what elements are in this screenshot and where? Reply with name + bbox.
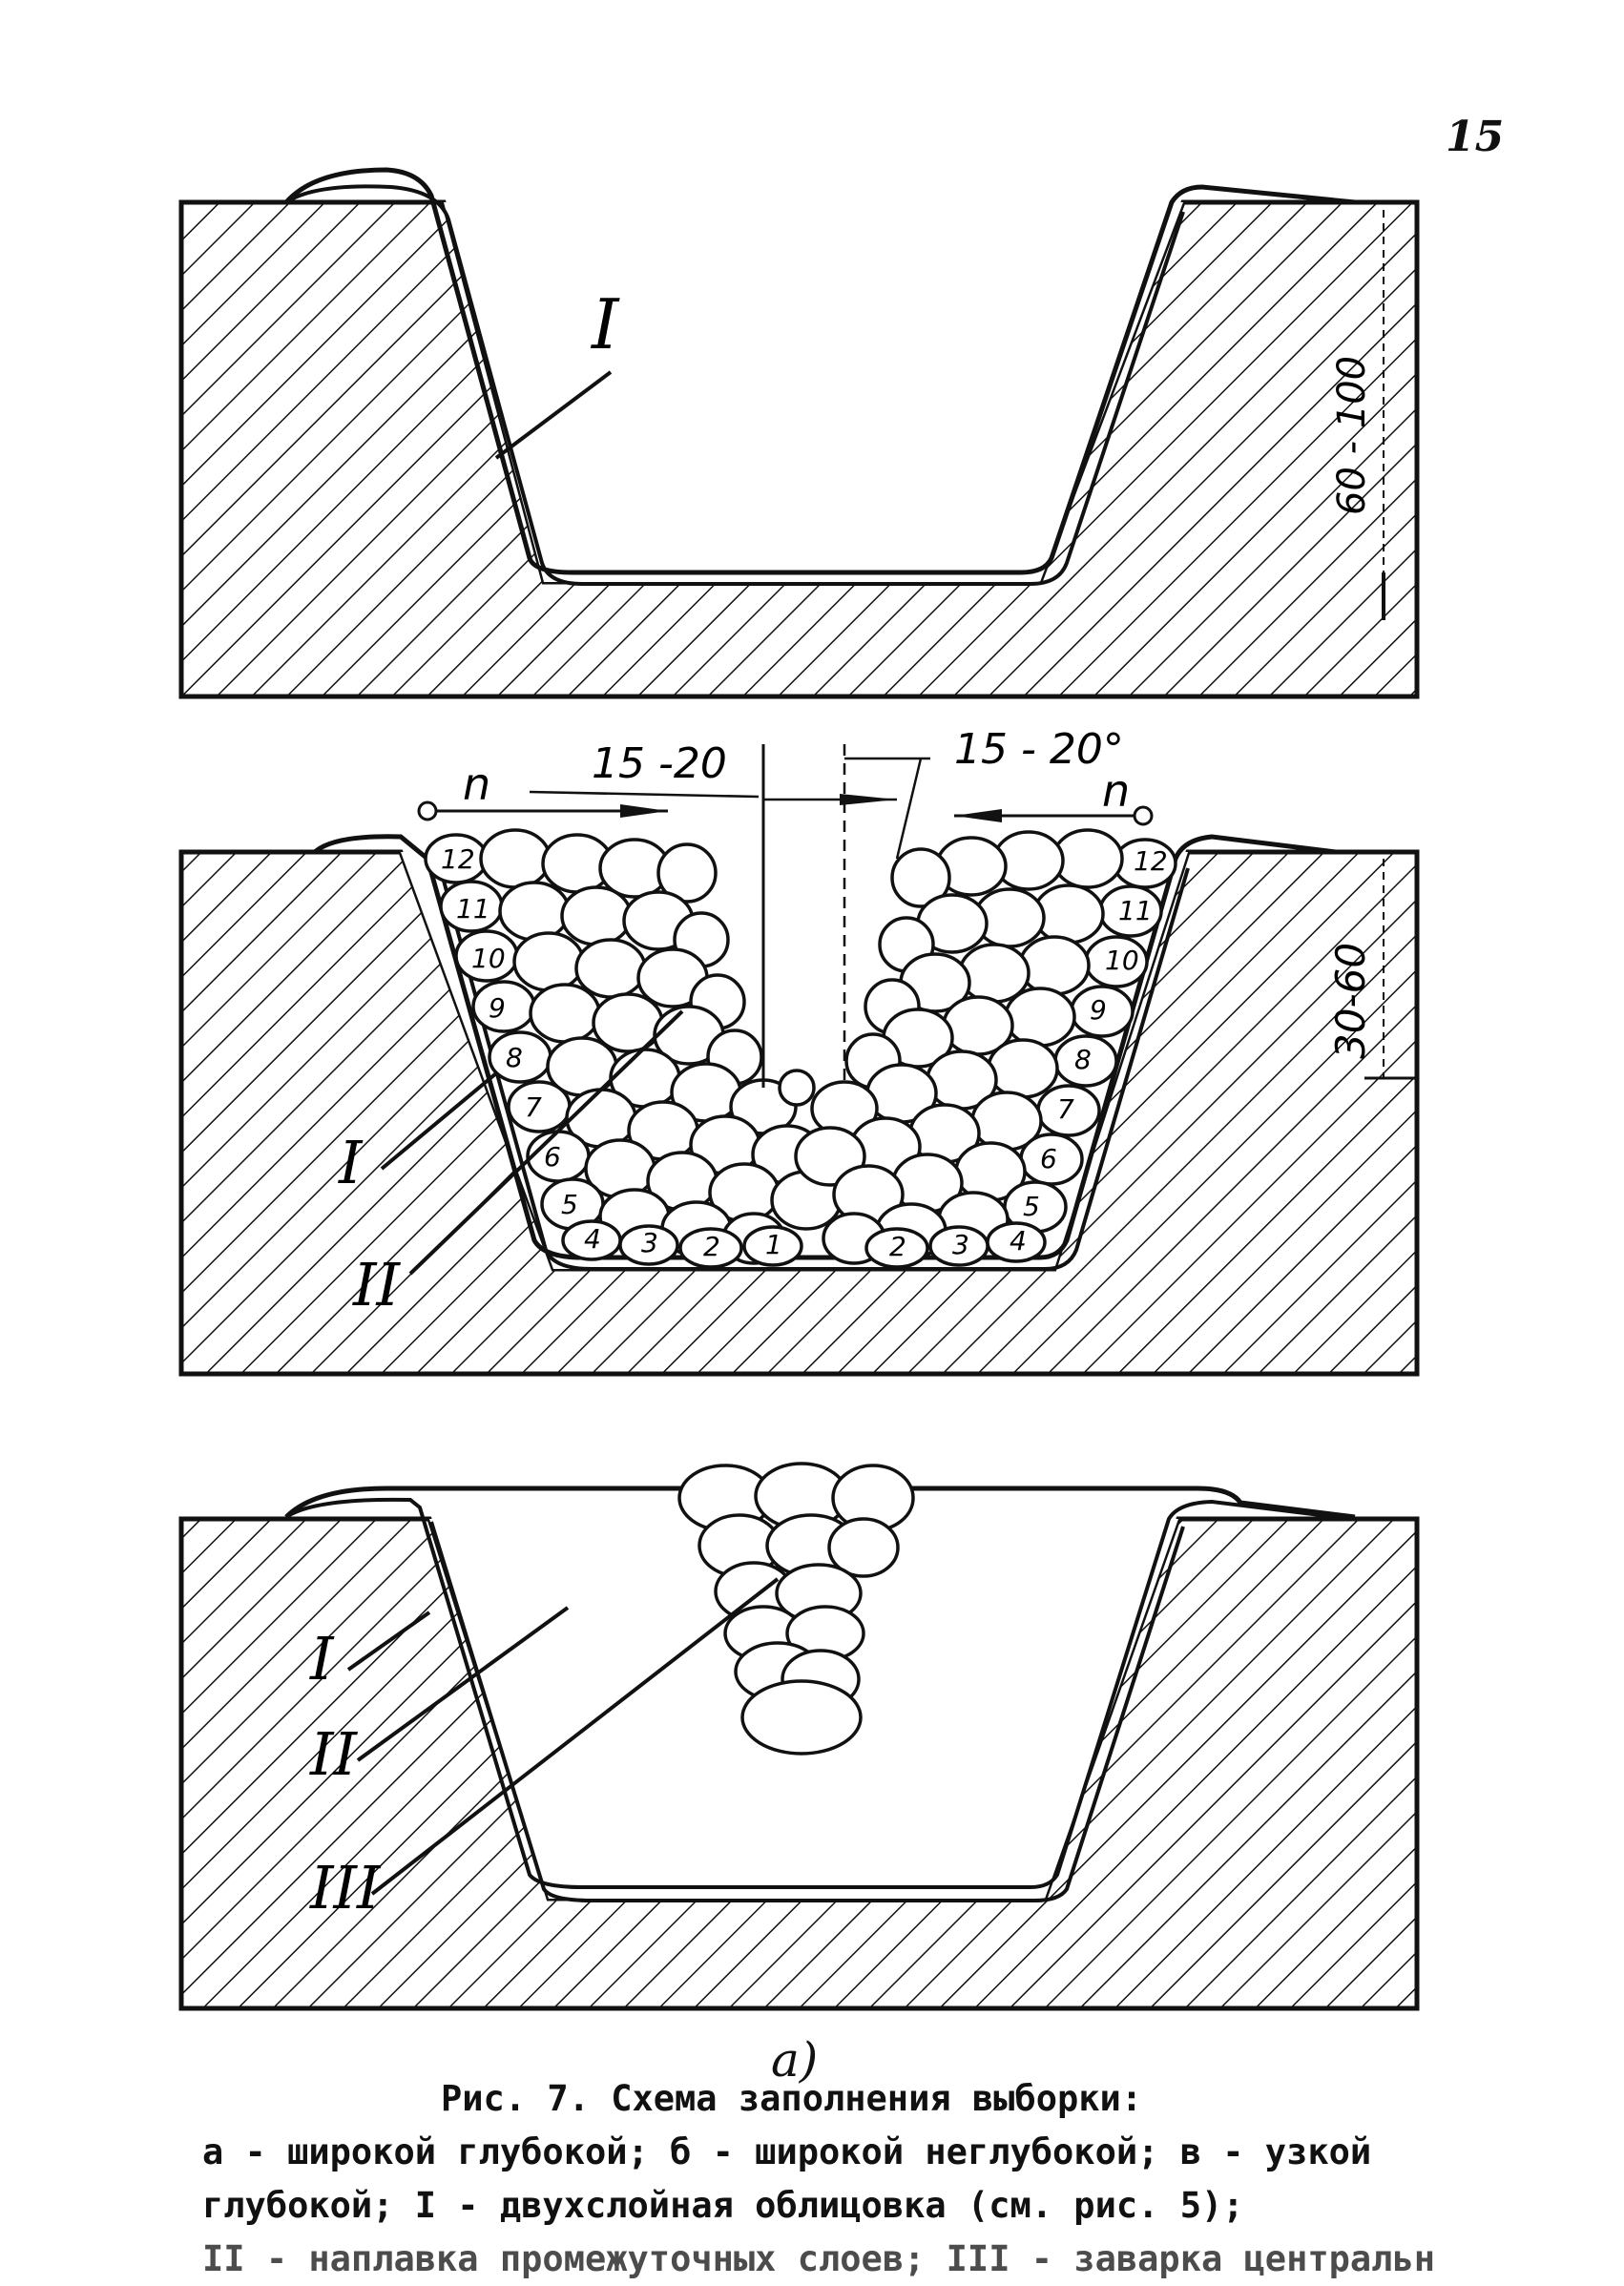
label-c-layer-3: III [309,1853,382,1922]
bead-number: 8 [506,1042,523,1073]
bead-number: 4 [584,1223,601,1255]
bead-number: 7 [1057,1093,1074,1125]
bead-number: 6 [1040,1143,1057,1174]
bead-number: 5 [561,1189,578,1220]
bead-number: 11 [1118,895,1153,926]
figure-caption: Рис. 7. Схема заполнения выборки: а - ши… [202,2072,1443,2286]
label-pass-right: n [1102,765,1130,817]
section-c-narrow-deep [178,1462,1420,2011]
label-pass-left: n [463,759,490,810]
bead-number: 7 [525,1091,542,1123]
figure-sub-label: а) [771,2032,819,2088]
caption-line: II - наплавка промежуточных слоев; III -… [202,2238,1436,2279]
section-a-wide-deep [178,167,1420,699]
bead-number: 4 [1010,1225,1027,1257]
bead-number: 1 [765,1229,782,1260]
label-a-layer-1: I [590,284,620,364]
caption-line: а - широкой глубокой; б - широкой неглуб… [202,2131,1372,2172]
bead-number: 9 [489,992,506,1024]
label-c-layer-1: I [309,1624,335,1694]
section-b-wide-shallow [178,744,1420,1377]
bead-number: 9 [1090,994,1107,1026]
label-c-layer-2: II [309,1719,358,1789]
bead-number: 3 [952,1229,969,1260]
bead-number: 10 [1105,945,1139,976]
dimension-depth-b: 30-60 [1327,943,1374,1059]
bead-number: 8 [1074,1044,1092,1075]
dimension-angle: 15 - 20° [954,725,1124,774]
dimension-spacing: 15 -20 [592,739,727,788]
bead-number: 2 [889,1231,906,1262]
dimension-depth-a: 60 - 100 [1330,356,1374,515]
bead-number: 6 [544,1141,561,1173]
bead-number: 11 [456,893,490,925]
bead-number: 12 [441,843,475,875]
caption-line: глубокой; I - двухслойная облицовка (см.… [202,2185,1244,2226]
label-b-layer-1: I [338,1128,364,1197]
bead-number: 10 [471,943,506,974]
bead-number: 5 [1023,1191,1040,1222]
bead-number: 3 [641,1227,658,1258]
bead-number: 12 [1134,845,1168,877]
caption-title: Рис. 7. Схема заполнения выборки: [441,2078,1143,2119]
page-number: 15 [1446,113,1505,161]
label-b-layer-2: II [352,1250,401,1320]
bead-number: 2 [703,1231,720,1262]
